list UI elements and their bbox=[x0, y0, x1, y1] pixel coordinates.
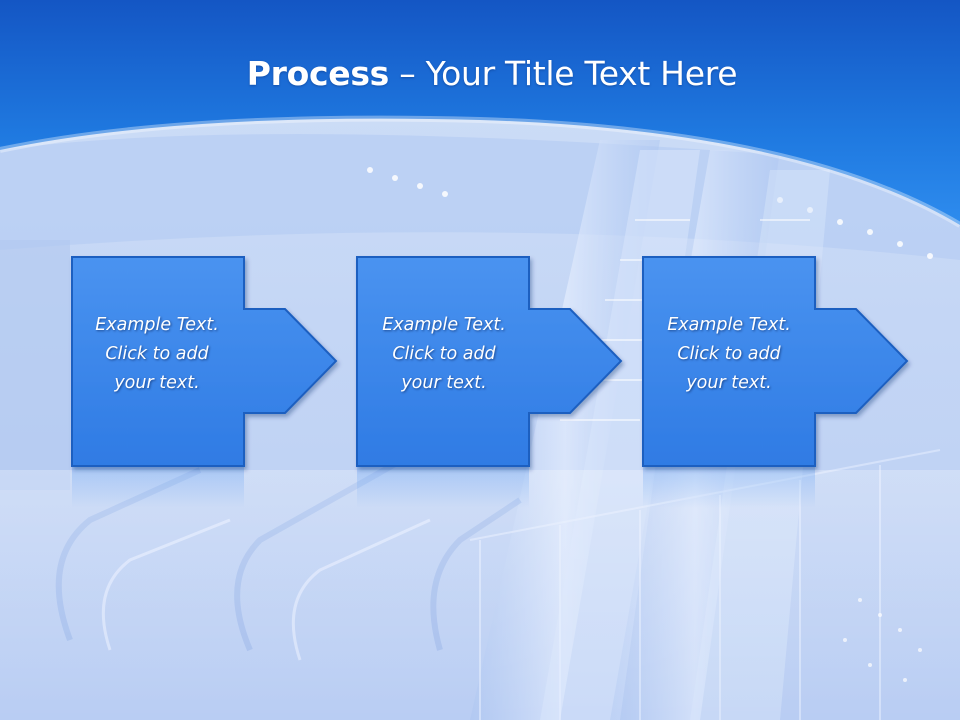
title-bold: Process bbox=[246, 54, 390, 93]
title-rest: – Your Title Text Here bbox=[389, 54, 738, 93]
step-text-3[interactable]: Example Text. Click to add your text. bbox=[667, 315, 791, 393]
step-arrow-2[interactable] bbox=[356, 256, 623, 467]
step-arrow-3[interactable] bbox=[642, 256, 909, 467]
step-text-1[interactable]: Example Text. Click to add your text. bbox=[95, 315, 219, 393]
reflections bbox=[72, 466, 815, 508]
step-text-2[interactable]: Example Text. Click to add your text. bbox=[382, 315, 506, 393]
step-arrow-1[interactable] bbox=[71, 256, 338, 467]
slide-title[interactable]: Process – Your Title Text Here bbox=[0, 50, 960, 98]
